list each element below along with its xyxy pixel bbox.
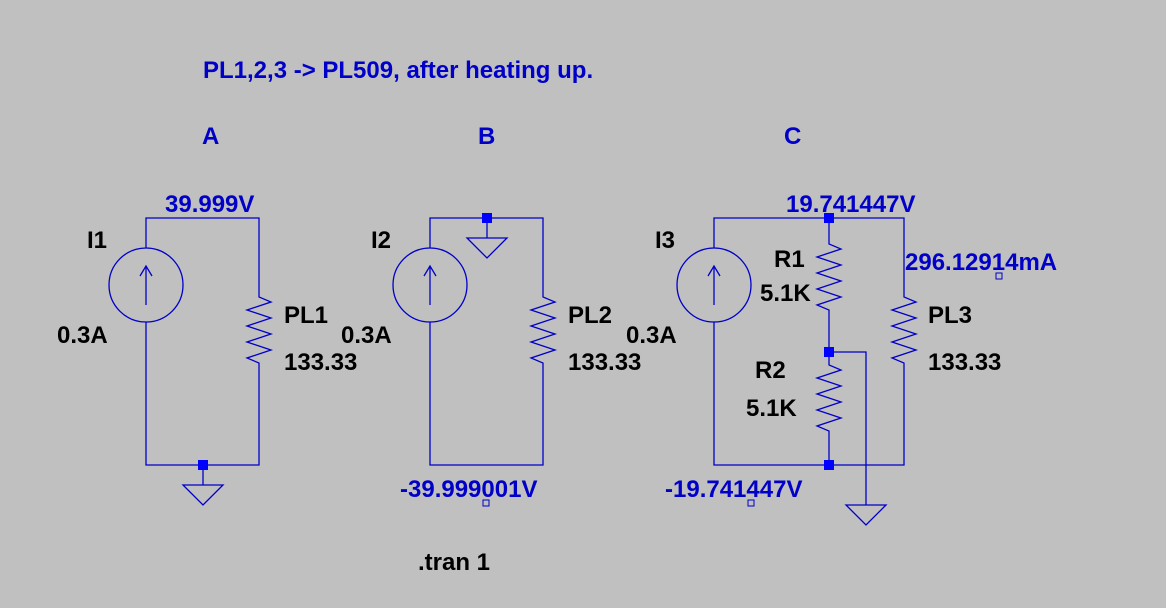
resistor-value-r1: 5.1K xyxy=(760,280,811,307)
probe-b-bottom[interactable] xyxy=(482,499,490,507)
ground-symbol-a[interactable] xyxy=(181,484,225,506)
source-value-i2: 0.3A xyxy=(341,322,392,349)
wire-c-bottom[interactable] xyxy=(713,322,905,466)
section-label-b: B xyxy=(478,123,495,150)
resistor-r2[interactable] xyxy=(814,361,844,435)
current-label-c: 296.12914mA xyxy=(905,249,1057,276)
load-value-pl3: 133.33 xyxy=(928,349,1001,376)
source-name-i1: I1 xyxy=(87,227,107,254)
wire-c-midpoint-ground[interactable] xyxy=(829,351,867,505)
source-value-i3: 0.3A xyxy=(626,322,677,349)
resistor-name-r2: R2 xyxy=(755,357,786,384)
circuit-a: A 39.999V I1 0.3A PL1 133.33 xyxy=(57,123,357,506)
node-b-ground[interactable] xyxy=(482,213,492,223)
current-source-i2[interactable] xyxy=(392,247,468,323)
node-a-ground[interactable] xyxy=(198,460,208,470)
node-c-bottom[interactable] xyxy=(824,460,834,470)
resistor-pl1[interactable] xyxy=(244,293,274,368)
section-label-a: A xyxy=(202,123,219,150)
node-c-mid[interactable] xyxy=(824,347,834,357)
resistor-r1[interactable] xyxy=(814,240,844,322)
section-label-c: C xyxy=(784,123,801,150)
circuit-b: B -39.999001V I2 0.3A PL2 133.33 xyxy=(341,123,641,507)
wire-a-top[interactable] xyxy=(145,217,260,293)
node-c-top[interactable] xyxy=(824,213,834,223)
probe-c-current[interactable] xyxy=(995,272,1003,280)
load-name-pl2: PL2 xyxy=(568,302,612,329)
load-name-pl3: PL3 xyxy=(928,302,972,329)
load-value-pl2: 133.33 xyxy=(568,349,641,376)
source-name-i2: I2 xyxy=(371,227,391,254)
probe-c-bottom[interactable] xyxy=(747,499,755,507)
wire-c-top[interactable] xyxy=(713,217,905,293)
wire-b-bottom[interactable] xyxy=(429,322,544,466)
ground-symbol-b[interactable] xyxy=(465,237,509,259)
current-source-i1[interactable] xyxy=(108,247,184,323)
wire-a-bottom[interactable] xyxy=(145,322,260,466)
resistor-pl3[interactable] xyxy=(889,293,919,368)
current-source-i3[interactable] xyxy=(676,247,752,323)
source-name-i3: I3 xyxy=(655,227,675,254)
schematic-title: PL1,2,3 -> PL509, after heating up. xyxy=(203,57,593,84)
resistor-pl2[interactable] xyxy=(528,293,558,368)
circuit-c: C 19.741447V -19.741447V 296.12914mA I3 … xyxy=(626,123,1057,526)
load-value-pl1: 133.33 xyxy=(284,349,357,376)
source-value-i1: 0.3A xyxy=(57,322,108,349)
voltage-label-a-top: 39.999V xyxy=(165,191,254,218)
resistor-value-r2: 5.1K xyxy=(746,395,797,422)
voltage-label-b-bottom: -39.999001V xyxy=(400,476,537,503)
voltage-label-c-bottom: -19.741447V xyxy=(665,476,802,503)
load-name-pl1: PL1 xyxy=(284,302,328,329)
ground-symbol-c[interactable] xyxy=(844,504,888,526)
tran-directive[interactable]: .tran 1 xyxy=(418,549,490,576)
resistor-name-r1: R1 xyxy=(774,246,805,273)
voltage-label-c-top: 19.741447V xyxy=(786,191,915,218)
